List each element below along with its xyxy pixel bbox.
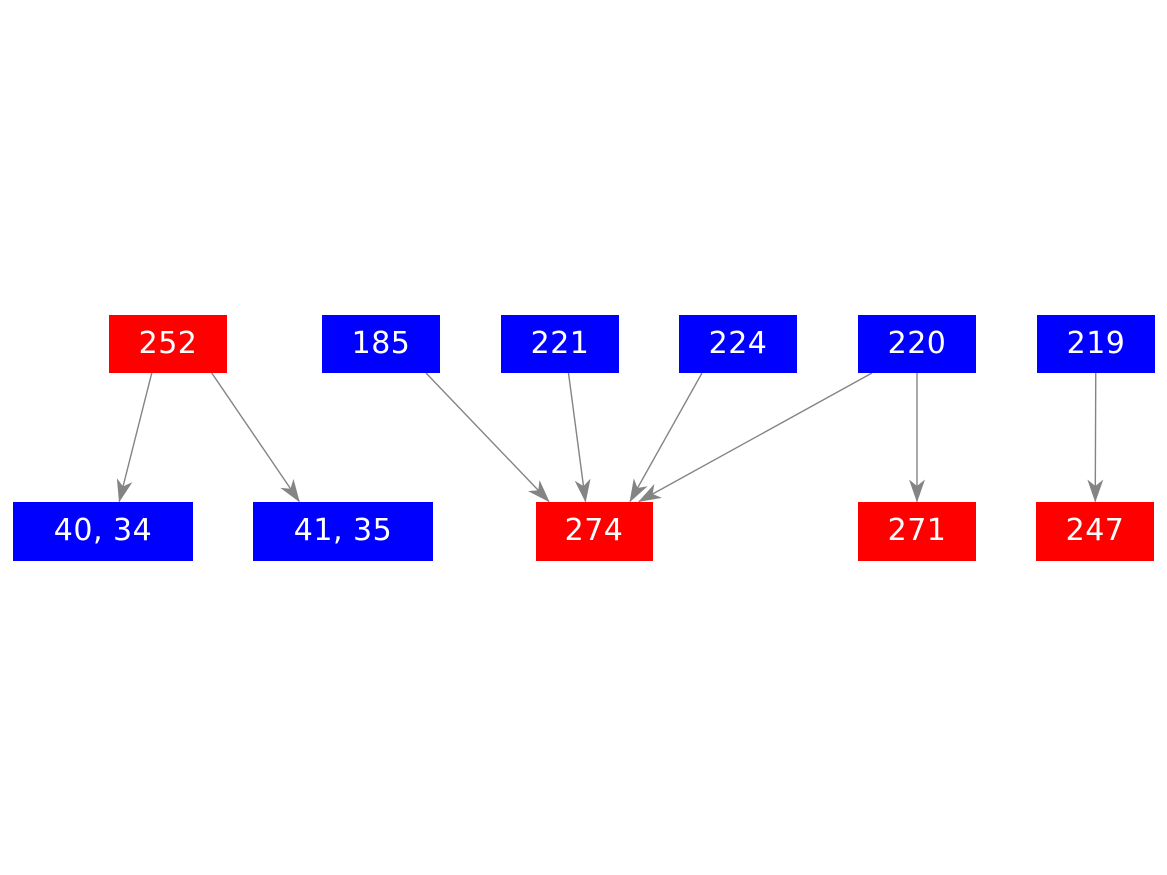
edge-n224-to-n274 (629, 372, 703, 503)
graph-node-41-35: 41, 35 (253, 501, 433, 561)
graph-node-252: 252 (109, 315, 227, 373)
graph-node-221: 221 (501, 315, 619, 373)
node-label: 40, 34 (53, 513, 153, 548)
edge-n252-to-n41_35 (211, 372, 300, 503)
node-label: 252 (138, 326, 198, 361)
node-label: 271 (887, 513, 947, 548)
graph-node-40-34: 40, 34 (13, 501, 193, 561)
graph-node-220: 220 (858, 315, 976, 373)
edge-n221-to-n274 (567, 372, 591, 503)
node-label: 219 (1066, 326, 1126, 361)
edge-n219-to-n247 (1087, 372, 1104, 503)
graph-node-271: 271 (858, 501, 976, 561)
edge-group (116, 372, 1104, 503)
node-label: 221 (530, 326, 590, 361)
node-label: 247 (1065, 513, 1125, 548)
node-label: 274 (564, 513, 624, 548)
graph-node-274: 274 (535, 501, 653, 561)
edge-n252-to-n40_34 (116, 372, 153, 503)
graph-node-219: 219 (1037, 315, 1155, 373)
node-label: 220 (887, 326, 947, 361)
node-label: 41, 35 (293, 513, 393, 548)
graph-node-247: 247 (1036, 501, 1154, 561)
edge-n220-to-n274 (638, 372, 873, 503)
node-label: 224 (708, 326, 768, 361)
graph-node-224: 224 (679, 315, 797, 373)
graph-node-185: 185 (322, 315, 440, 373)
edge-n185-to-n274 (425, 372, 550, 503)
node-label: 185 (351, 326, 411, 361)
